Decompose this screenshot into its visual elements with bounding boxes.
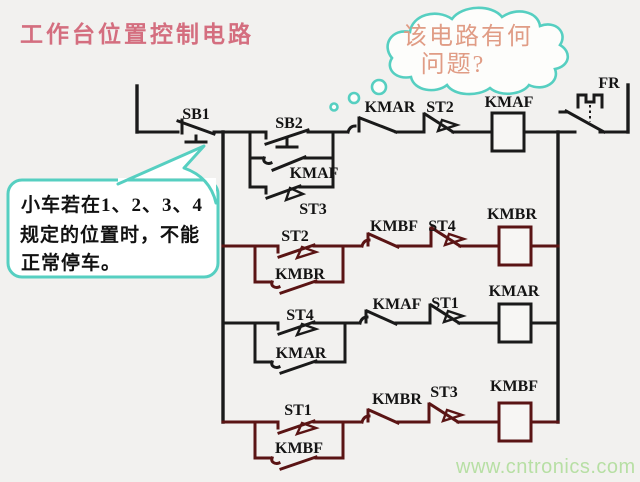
thought-cloud-dot-small	[329, 102, 339, 112]
speech-bubble: 小车若在1、2、3、4 规定的位置时，不能 正常停车。	[6, 144, 220, 279]
sb1-stop-button-symbol	[176, 118, 216, 144]
st1-limit-nc-symbol	[428, 302, 501, 326]
label-st2-no: ST2	[281, 228, 309, 245]
kmar-holding-contact-symbol	[253, 359, 347, 375]
rung-1-forward-kmaf: SB1 SB2 KMAF ST3 KMAR ST2 KMAF FR	[135, 75, 630, 218]
label-kmbr-nc: KMBR	[372, 391, 422, 408]
kmbr-coil-symbol	[497, 225, 533, 267]
label-kmaf-coil: KMAF	[485, 94, 534, 111]
speech-bubble-line3: 正常停车。	[21, 251, 121, 274]
fr-thermal-relay-symbol	[558, 93, 630, 135]
label-kmaf-hold: KMAF	[290, 165, 339, 182]
st1-limit-no-symbol	[276, 419, 364, 436]
kmbf-holding-contact-symbol	[253, 455, 345, 471]
page-title: 工作台位置控制电路	[20, 21, 254, 47]
st3-limit-no-symbol	[248, 184, 335, 202]
label-kmar-coil: KMAR	[489, 283, 540, 300]
st3-limit-nc-symbol	[427, 401, 501, 425]
label-st4-nc: ST4	[428, 218, 456, 235]
speech-bubble-line1: 小车若在1、2、3、4	[21, 193, 203, 216]
kmar-interlock-nc-symbol	[346, 116, 426, 134]
label-st4-no: ST4	[286, 307, 314, 324]
label-fr: FR	[598, 75, 620, 92]
label-kmbf-coil: KMBF	[490, 378, 538, 395]
label-st3-hold: ST3	[299, 201, 327, 218]
kmaf-coil-symbol	[490, 111, 526, 153]
label-kmbf-nc: KMBF	[370, 218, 418, 235]
kmbf-interlock-nc-symbol	[360, 232, 433, 249]
label-kmar-nc: KMAR	[365, 99, 416, 116]
thought-cloud-text-line2: 问题?	[421, 51, 486, 78]
thought-cloud-text-line1: 该电路有何	[403, 23, 533, 50]
label-st2-nc: ST2	[426, 99, 454, 116]
kmbr-holding-contact-symbol	[253, 279, 345, 295]
label-kmaf-nc: KMAF	[373, 296, 422, 313]
st2-limit-no-symbol	[276, 243, 364, 260]
thought-cloud-dot-large	[370, 78, 388, 96]
label-st1-nc: ST1	[431, 295, 459, 312]
rung-3-kmar: ST4 KMAR KMAF ST1 KMAR	[221, 283, 560, 375]
kmbf-coil-symbol	[497, 401, 533, 443]
watermark: www.cntronics.com	[455, 456, 636, 478]
rung-2-kmbr: ST2 KMBR KMBF ST4 KMBR	[221, 206, 560, 295]
label-kmbf-hold: KMBF	[275, 440, 323, 457]
power-rails	[135, 83, 630, 424]
rung-4-kmbf: ST1 KMBF KMBR ST3 KMBF	[221, 378, 560, 471]
thought-cloud-outline	[386, 6, 569, 96]
label-kmbr-hold: KMBR	[275, 266, 325, 283]
label-sb1: SB1	[182, 106, 210, 123]
speech-bubble-box	[6, 178, 220, 279]
st4-limit-no-symbol	[276, 320, 362, 337]
kmbr-interlock-nc-symbol	[360, 408, 431, 425]
kmaf-interlock-nc-symbol	[358, 309, 432, 326]
label-kmar-hold: KMAR	[276, 345, 327, 362]
thought-cloud: 该电路有何 问题?	[329, 6, 569, 112]
sb2-start-button-symbol	[264, 128, 310, 149]
speech-bubble-line2: 规定的位置时，不能	[20, 223, 200, 246]
st4-limit-nc-symbol	[429, 225, 501, 249]
speech-bubble-tail	[116, 144, 218, 205]
label-st3-nc: ST3	[430, 384, 458, 401]
label-sb2: SB2	[275, 115, 303, 132]
kmar-coil-symbol	[497, 302, 533, 344]
label-kmbr-coil: KMBR	[487, 206, 537, 223]
kmaf-holding-contact-symbol	[248, 155, 335, 172]
thought-cloud-dot-medium	[347, 91, 361, 105]
st2-limit-nc-symbol	[422, 111, 494, 135]
label-st1-no: ST1	[284, 402, 312, 419]
